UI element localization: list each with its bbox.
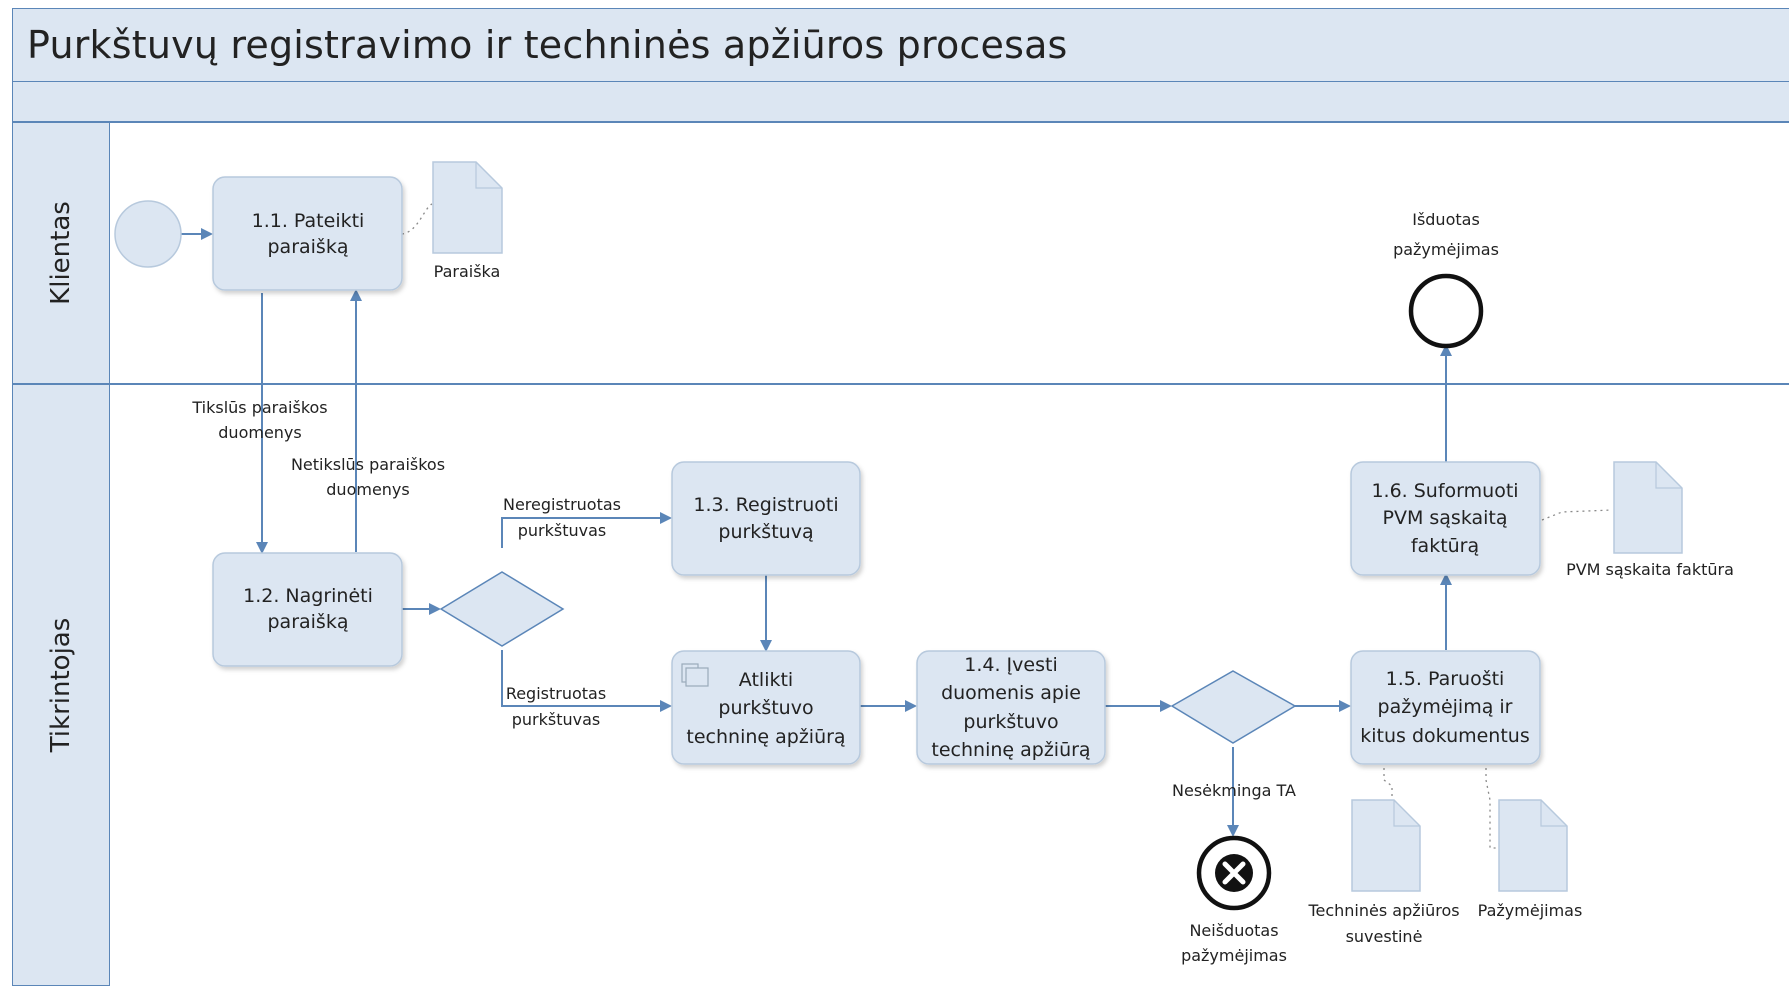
diagram-title: Purkštuvų registravimo ir techninės apži… [27,23,1068,67]
task-1-3: 1.3. Registruoti purkštuvą [671,461,861,576]
document-pazymejimas: Pažymėjimas [1478,799,1583,920]
close-icon [1222,861,1246,885]
flow-gateway-to-1-3 [501,512,672,548]
document-paraiska: Paraiška [432,161,503,281]
flow-label-inaccurate-line-1: Netikslūs paraiškos [291,455,445,474]
task-inspection: Atlikti purkštuvo techninę apžiūrą [671,650,861,765]
task-1-5-line-2: pažymėjimą ir [1378,696,1513,718]
task-1-4-line-4: techninę apžiūrą [931,739,1090,761]
task-inspection-line-2: purkštuvo [718,697,813,719]
task-1-4-line-1: 1.4. Įvesti [964,654,1057,676]
end-event-error-line-1: Neišduotas [1189,921,1278,940]
task-1-3-line-1: 1.3. Registruoti [693,494,838,516]
document-suvestine-line-2: suvestinė [1346,927,1423,946]
subprocess-icon [681,663,709,687]
task-inspection-line-1: Atlikti [739,669,793,691]
task-1-6: 1.6. Suformuoti PVM sąskaitą faktūrą [1350,461,1541,576]
flow-gateway-to-inspection [501,650,672,712]
end-event-error-line-2: pažymėjimas [1181,946,1287,965]
gateway-registration [439,571,565,647]
title-subbar [12,82,1789,122]
document-pvm: PVM sąskaita faktūra [1566,461,1734,579]
task-1-6-line-2: PVM sąskaitą [1382,507,1507,529]
assoc-1-5-pazymejimas [1485,762,1498,849]
flow-label-unregistered-line-1: Neregistruotas [503,495,621,514]
task-1-5-line-1: 1.5. Paruošti [1386,668,1505,690]
flow-label-registered-line-2: purkštuvas [512,710,601,729]
task-1-6-line-1: 1.6. Suformuoti [1371,480,1518,502]
start-event [114,200,182,268]
flow-label-accurate-line-1: Tikslūs paraiškos [191,398,327,417]
assoc-1-5-suvestine [1383,762,1393,800]
document-paraiska-label: Paraiška [434,262,501,281]
task-1-5-line-3: kitus dokumentus [1360,725,1530,747]
lane-header-inspector: Tikrintojas [12,384,110,986]
lane-header-client: Klientas [12,122,110,384]
task-1-4: 1.4. Įvesti duomenis apie purkštuvo tech… [916,650,1106,765]
task-1-4-line-2: duomenis apie [941,682,1081,704]
diagram-title-bar: Purkštuvų registravimo ir techninės apži… [12,8,1789,82]
flow-label-accurate-line-2: duomenys [218,423,301,442]
flow-label-failed: Nesėkminga TA [1172,781,1296,800]
task-1-4-line-3: purkštuvo [963,711,1058,733]
task-inspection-line-3: techninę apžiūrą [686,726,845,748]
document-suvestine: Techninės apžiūros suvestinė [1307,799,1460,946]
assoc-1-1-paraiska [401,203,433,235]
task-1-5: 1.5. Paruošti pažymėjimą ir kitus dokume… [1350,650,1541,765]
document-pvm-label: PVM sąskaita faktūra [1566,560,1734,579]
end-event-issued [1408,273,1484,349]
flow-label-unregistered-line-2: purkštuvas [518,521,607,540]
flow-label-inaccurate-line-2: duomenys [326,480,409,499]
end-event-issued-line-1: Išduotas [1412,210,1480,229]
assoc-1-6-pvm [1541,509,1613,521]
gateway-inspection-result [1170,670,1297,744]
associations [401,203,1613,849]
task-1-3-line-2: purkštuvą [718,521,813,543]
task-1-1: 1.1. Pateikti paraišką [212,176,403,291]
task-1-1-line-2: paraišką [268,236,349,258]
task-1-6-line-3: faktūrą [1411,535,1479,557]
task-1-2-line-2: paraišką [268,611,349,633]
document-suvestine-line-1: Techninės apžiūros [1307,901,1459,920]
end-event-error [1196,835,1272,911]
sequence-flows [180,228,1452,837]
task-1-2: 1.2. Nagrinėti paraišką [212,552,403,667]
end-event-issued-line-2: pažymėjimas [1393,240,1499,259]
task-1-1-line-1: 1.1. Pateikti [252,210,365,232]
flow-label-registered-line-1: Registruotas [506,684,606,703]
document-pazymejimas-label: Pažymėjimas [1478,901,1583,920]
task-1-2-line-1: 1.2. Nagrinėti [243,585,373,607]
